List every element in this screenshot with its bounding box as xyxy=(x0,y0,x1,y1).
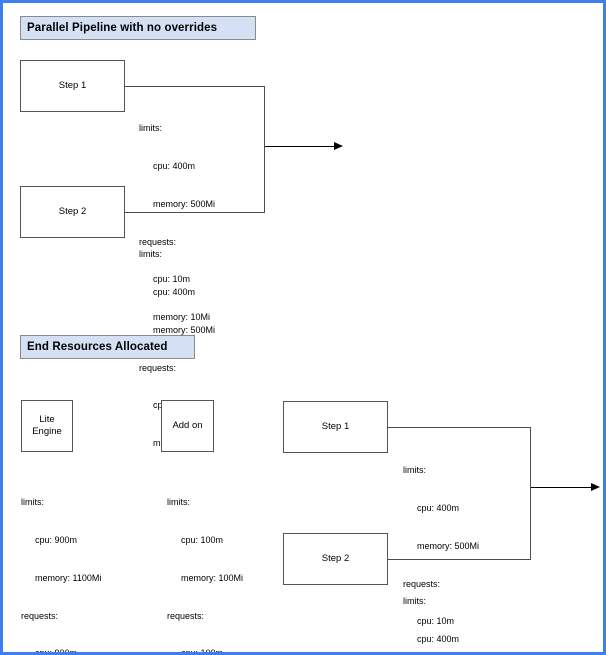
node-top-step-2-label: Step 2 xyxy=(58,206,87,217)
limits-memory: memory: 500Mi xyxy=(153,324,216,335)
limits-cpu: cpu: 400m xyxy=(153,160,196,171)
limits-key: limits: xyxy=(139,123,162,134)
connector-bottom-merge-vertical xyxy=(530,427,531,560)
resources-bottom-step-2: limits: cpu: 400m memory: 500Mi requests… xyxy=(403,570,479,652)
limits-cpu: cpu: 400m xyxy=(153,286,196,297)
requests-memory: memory: 10Mi xyxy=(153,312,211,323)
limits-key: limits: xyxy=(403,465,426,476)
requests-cpu: cpu: 10m xyxy=(153,274,191,285)
arrow-bottom-output-head-icon xyxy=(591,483,600,492)
requests-cpu: cpu: 100m xyxy=(181,648,224,655)
limits-cpu: cpu: 900m xyxy=(35,534,78,545)
requests-key: requests: xyxy=(21,610,59,621)
requests-key: requests: xyxy=(403,578,441,589)
section-banner-end-resources: End Resources Allocated xyxy=(20,335,195,359)
node-bottom-step-1-label: Step 1 xyxy=(321,421,350,432)
limits-key: limits: xyxy=(21,497,44,508)
limits-cpu: cpu: 400m xyxy=(417,502,460,513)
resources-lite-engine: limits: cpu: 900m memory: 1100Mi request… xyxy=(21,471,102,655)
requests-cpu: cpu: 10m xyxy=(417,616,455,627)
node-add-on[interactable]: Add on xyxy=(161,400,214,452)
requests-key: requests: xyxy=(139,236,177,247)
section-banner-parallel-pipeline: Parallel Pipeline with no overrides xyxy=(20,16,256,40)
connector-top-step2-horizontal xyxy=(124,212,265,213)
requests-key: requests: xyxy=(139,362,177,373)
node-top-step-1-label: Step 1 xyxy=(58,80,87,91)
node-bottom-step-2[interactable]: Step 2 xyxy=(283,533,388,585)
node-lite-engine-label-line2: Engine xyxy=(32,426,62,437)
node-bottom-step-1[interactable]: Step 1 xyxy=(283,401,388,453)
node-top-step-2[interactable]: Step 2 xyxy=(20,186,125,238)
requests-cpu: cpu: 900m xyxy=(35,648,78,655)
resources-top-step-1: limits: cpu: 400m memory: 500Mi requests… xyxy=(139,97,215,349)
limits-cpu: cpu: 100m xyxy=(181,534,224,545)
node-bottom-step-2-label: Step 2 xyxy=(321,553,350,564)
connector-bottom-step1-horizontal xyxy=(387,427,531,428)
node-lite-engine-label-line1: Lite xyxy=(39,414,55,425)
limits-cpu: cpu: 400m xyxy=(417,633,460,644)
section-banner-end-resources-label: End Resources Allocated xyxy=(27,341,168,353)
section-banner-parallel-pipeline-label: Parallel Pipeline with no overrides xyxy=(27,22,218,34)
resources-add-on: limits: cpu: 100m memory: 100Mi requests… xyxy=(167,471,244,655)
limits-key: limits: xyxy=(403,596,426,607)
limits-key: limits: xyxy=(139,249,162,260)
node-lite-engine-label: Lite Engine xyxy=(32,414,62,438)
resources-bottom-step-1: limits: cpu: 400m memory: 500Mi requests… xyxy=(403,439,480,652)
limits-memory: memory: 500Mi xyxy=(417,540,480,551)
requests-key: requests: xyxy=(167,610,205,621)
limits-memory: memory: 100Mi xyxy=(181,572,244,583)
arrow-bottom-output-line xyxy=(531,487,593,489)
limits-memory: memory: 1100Mi xyxy=(35,572,102,583)
node-top-step-1[interactable]: Step 1 xyxy=(20,60,125,112)
arrow-top-output-head-icon xyxy=(334,142,343,151)
node-lite-engine[interactable]: Lite Engine xyxy=(21,400,73,452)
connector-top-merge-vertical xyxy=(264,86,265,213)
limits-memory: memory: 500Mi xyxy=(153,198,216,209)
arrow-top-output-line xyxy=(265,146,335,148)
connector-bottom-step2-horizontal xyxy=(387,559,531,560)
node-add-on-label: Add on xyxy=(172,420,203,431)
limits-key: limits: xyxy=(167,497,190,508)
connector-top-step1-horizontal xyxy=(124,86,265,87)
